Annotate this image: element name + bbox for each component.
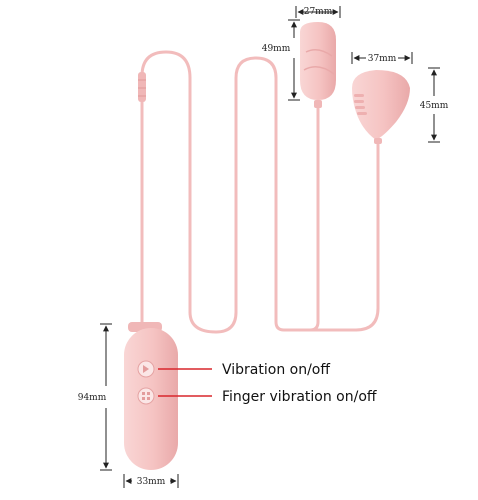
finger-ridges: [354, 94, 367, 115]
callout-lines: [158, 368, 212, 397]
finger-vibration-button[interactable]: [137, 387, 155, 405]
vibration-label: Vibration on/off: [222, 362, 330, 378]
bullet-egg: [300, 22, 336, 108]
bullet-height-label: 49mm: [262, 44, 291, 54]
play-icon: [143, 365, 149, 373]
remote-control: [124, 322, 178, 470]
bullet-width-label: 27mm: [304, 7, 333, 17]
finger-vibrator: [352, 70, 410, 144]
cable-connector: [138, 72, 146, 102]
finger-height-label: 45mm: [420, 101, 449, 111]
grid-icon: [142, 392, 145, 395]
remote-width-label: 33mm: [137, 477, 166, 487]
vibration-button[interactable]: [137, 360, 155, 378]
cable: [140, 50, 380, 334]
remote-height-label: 94mm: [78, 393, 107, 403]
finger-width-label: 37mm: [368, 54, 397, 64]
dimension-lines: [100, 6, 440, 488]
finger-vibration-label: Finger vibration on/off: [222, 389, 377, 405]
